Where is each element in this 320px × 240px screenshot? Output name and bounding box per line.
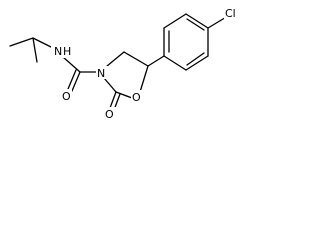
bond-phenyl-3 [185, 13, 209, 29]
chemical-structure-diagram: N H N O O O Cl [9, 6, 242, 121]
bond-ringo-c2 [115, 91, 133, 99]
bond-nh-carbonyl [62, 56, 81, 73]
bond-phenyl-inner-3 [186, 52, 205, 66]
bond-ringn-ch2 [106, 51, 125, 67]
bond-amide-co-1 [71, 71, 81, 92]
bond-phenyl-6 [163, 55, 187, 71]
bond-ring-co-1 [109, 91, 117, 109]
bond-methyl-down [32, 37, 38, 63]
bond-phenyl-inner-2 [186, 18, 205, 31]
atom-label-amide-n: N [54, 45, 62, 58]
atom-label-ring-carbonyl-o: O [105, 108, 114, 121]
atom-label-amide-o: O [62, 90, 71, 103]
bond-c2-ringn [103, 77, 117, 93]
bond-amide-co-2 [67, 69, 77, 90]
bond-phenyl-5 [185, 55, 209, 71]
bond-ch-phenyl [147, 55, 165, 67]
bond-isopropyl-ch-nh [32, 37, 54, 49]
atom-label-chlorine: Cl [225, 7, 236, 20]
atom-label-ring-o: O [132, 91, 141, 104]
atom-label-ring-n: N [97, 67, 105, 80]
bond-ch2-ch [123, 51, 149, 67]
bond-methyl-left [9, 37, 34, 47]
bond-phenyl-2 [163, 13, 187, 29]
bond-ch-ringo [139, 65, 149, 93]
atom-label-amide-h: H [63, 45, 71, 58]
